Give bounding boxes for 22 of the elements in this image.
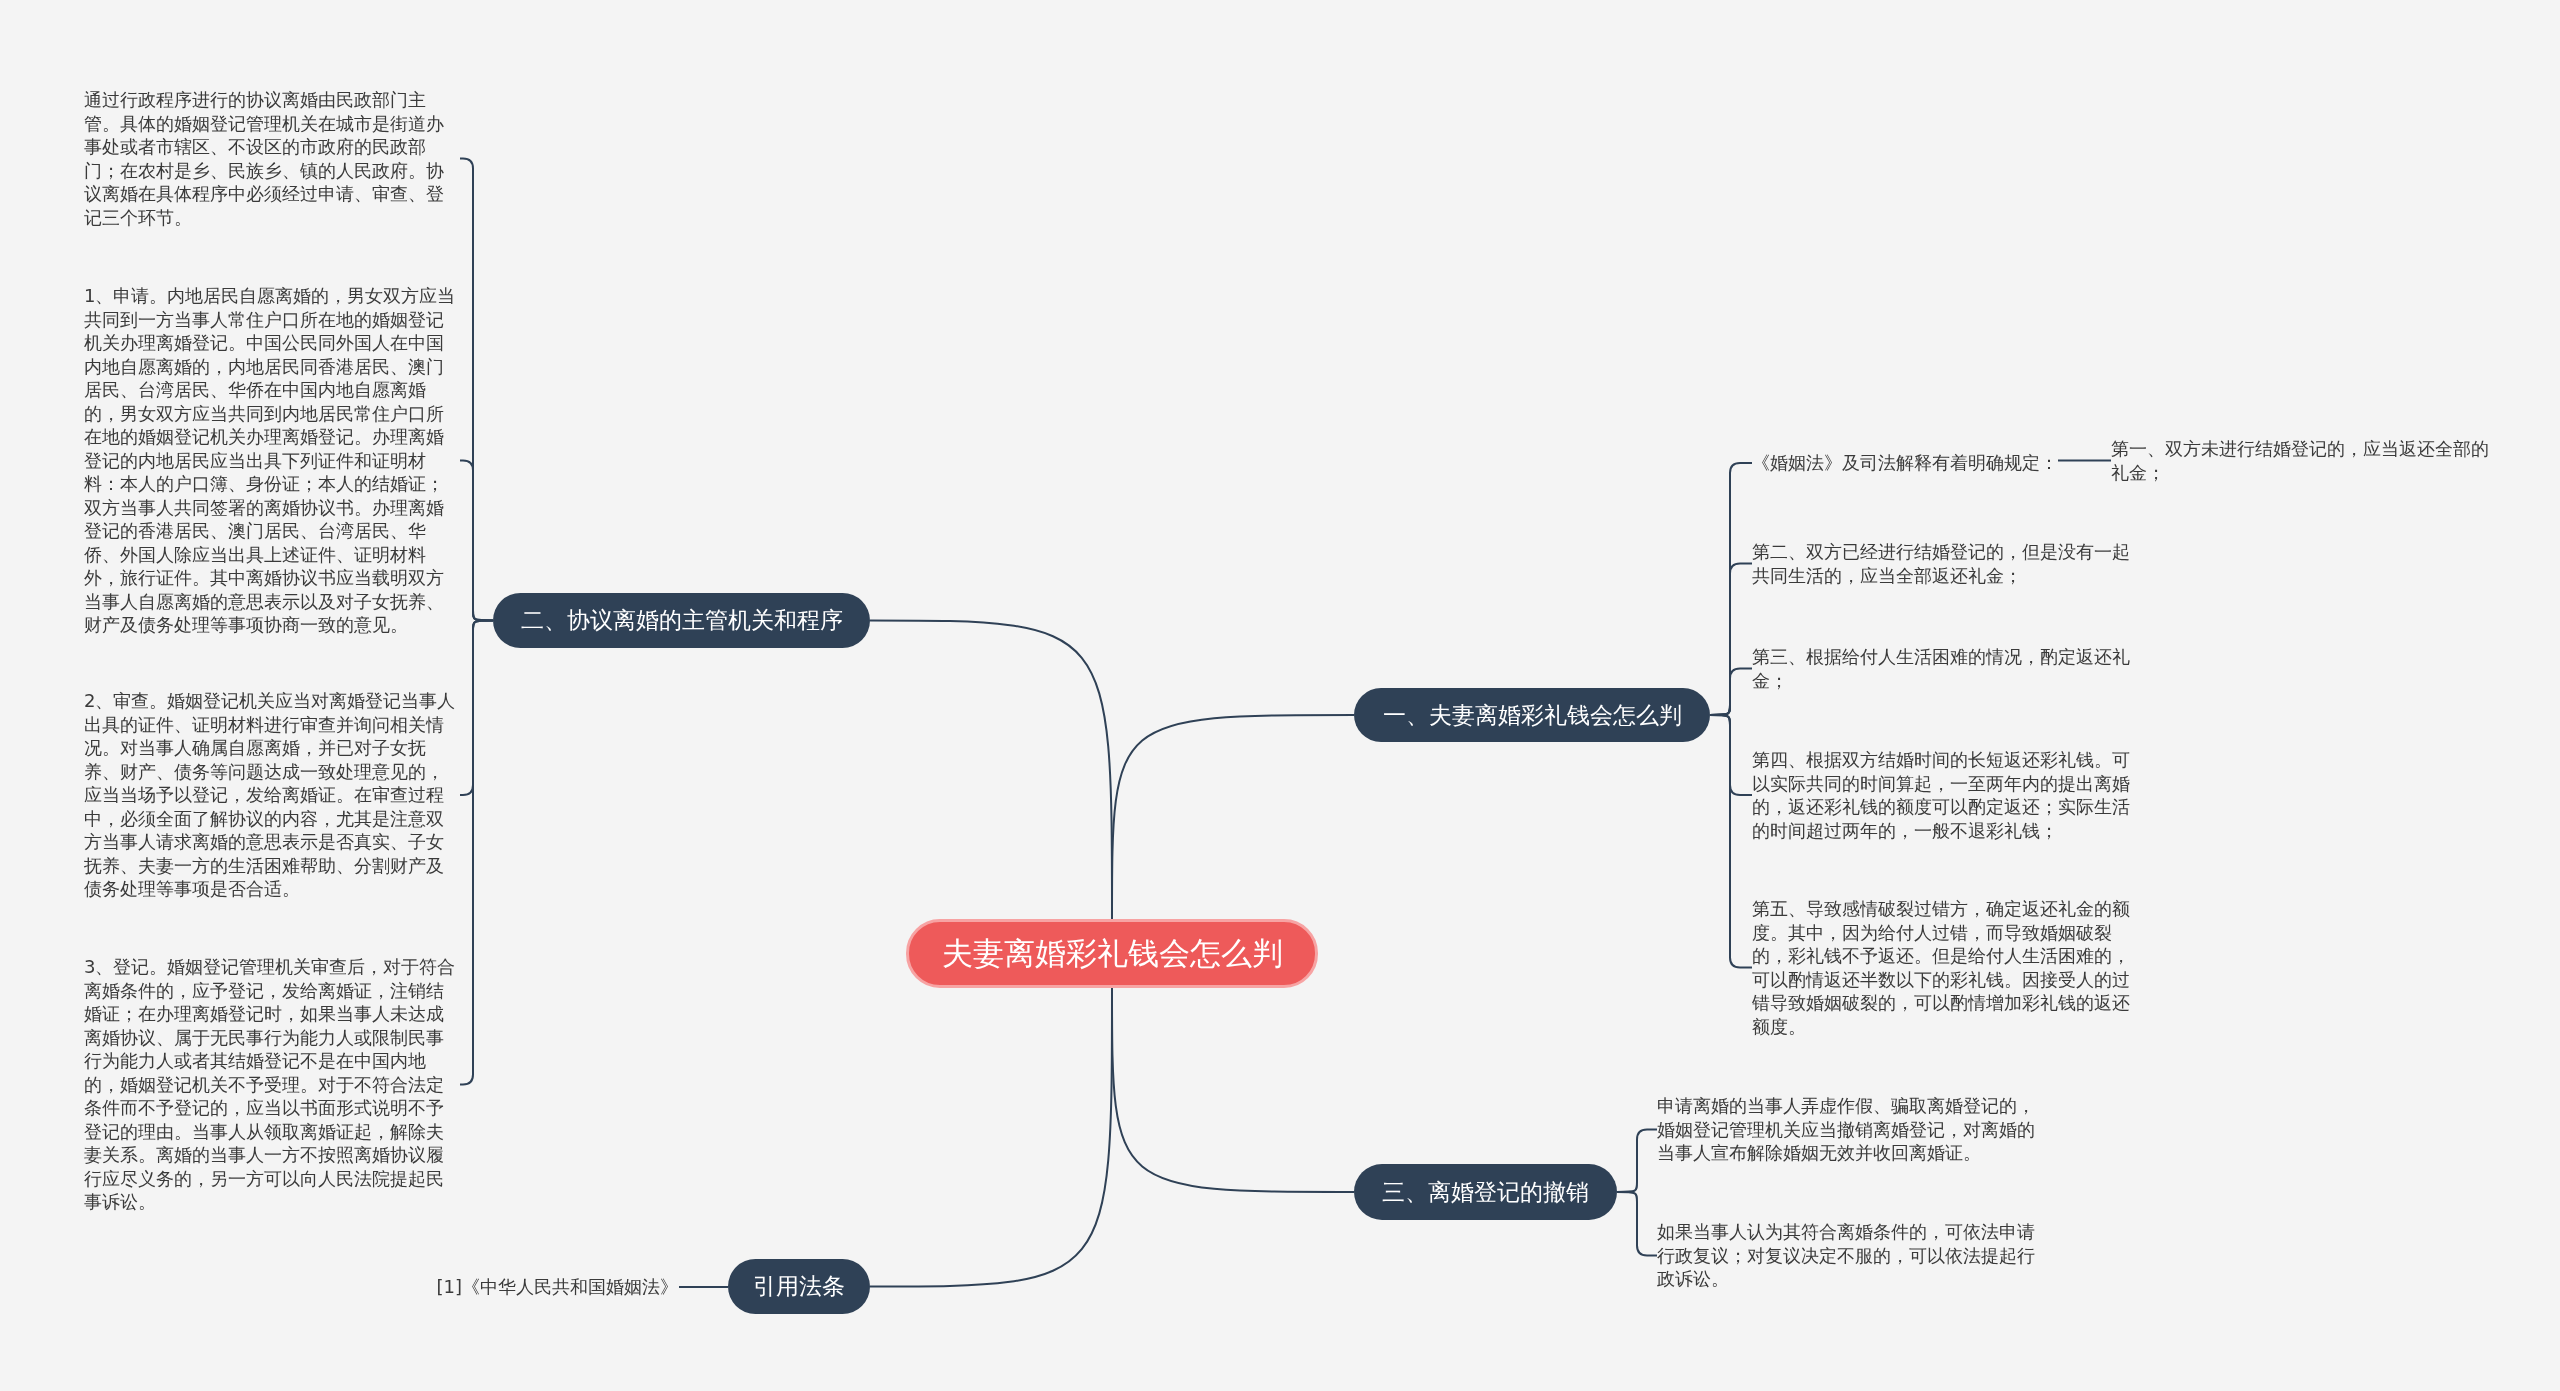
- topic-text: 申请离婚的当事人弄虚作假、骗取离婚登记的，婚姻登记管理机关应当撤销离婚登记，对离婚的当事人宣布解除婚姻无效并收回离婚证。: [1657, 1094, 2035, 1165]
- topic-text: 第一、双方未进行结婚登记的，应当返还全部的礼金；: [2111, 437, 2489, 484]
- central-topic: 夫妻离婚彩礼钱会怎么判: [906, 919, 1318, 988]
- topic-pill: 一、夫妻离婚彩礼钱会怎么判: [1354, 688, 1710, 742]
- topic-text: 如果当事人认为其符合离婚条件的，可依法申请行政复议；对复议决定不服的，可以依法提起行政诉讼。: [1657, 1220, 2035, 1291]
- topic-text: 《婚姻法》及司法解释有着明确规定：: [1752, 451, 2058, 475]
- topic-text: 第三、根据给付人生活困难的情况，酌定返还礼金；: [1752, 645, 2130, 692]
- topic-text: [1]《中华人民共和国婚姻法》: [436, 1275, 678, 1299]
- topic-text: 2、审查。婚姻登记机关应当对离婚登记当事人出具的证件、证明材料进行审查并询问相关情况。对当事人确属自愿离婚，并已对子女抚养、财产、债务等问题达成一致处理意见的，应当当场予以登记，发给离婚证。在审查过程中，必须全面了解协议的内容，尤其是注意双方当事人请求离婚的意思表示是否真实、子女抚养、夫妻一方的生活困难帮助、分割财产及债务处理等事项是否合适。: [84, 689, 460, 901]
- connector-line: [459, 619, 494, 1086]
- topic-text: 通过行政程序进行的协议离婚由民政部门主管。具体的婚姻登记管理机关在城市是街道办事处或者市辖区、不设区的市政府的民政部门；在农村是乡、民族乡、镇的人民政府。协议离婚在具体程序中必须经过申请、审查、登记三个环节。: [84, 88, 460, 229]
- topic-pill: 三、离婚登记的撤销: [1354, 1164, 1617, 1220]
- connector-line: [2057, 459, 2112, 462]
- topic-text: 3、登记。婚姻登记管理机关审查后，对于符合离婚条件的，应予登记，发给离婚证，注销结婚证；在办理离婚登记时，如果当事人未达成离婚协议、属于无民事行为能力人或限制民事行为能力人或者其结婚登记不是在中国内地的，婚姻登记机关不予受理。对于不符合法定条件而不予登记的，应当以书面形式说明不予登记的理由。当事人从领取离婚证起，解除夫妻关系。离婚的当事人一方不按照离婚协议履行应尽义务的，另一方可以向人民法院提起民事诉讼。: [84, 955, 460, 1214]
- topic-text: 第四、根据双方结婚时间的长短返还彩礼钱。可以实际共同的时间算起，一至两年内的提出离婚的，返还彩礼钱的额度可以酌定返还；实际生活的时间超过两年的，一般不退彩礼钱；: [1752, 748, 2130, 842]
- topic-text: 1、申请。内地居民自愿离婚的，男女双方应当共同到一方当事人常住户口所在地的婚姻登记机关办理离婚登记。中国公民同外国人在中国内地自愿离婚的，内地居民同香港居民、澳门居民、台湾居民、华侨在中国内地自愿离婚的，男女双方应当共同到内地居民常住户口所在地的婚姻登记机关办理离婚登记。办理离婚登记的内地居民应当出具下列证件和证明材料：本人的户口簿、身份证；本人的结婚证；双方当事人共同签署的离婚协议书。办理离婚登记的香港居民、澳门居民、台湾居民、华侨、外国人除应当出具上述证件、证明材料外，旅行证件。其中离婚协议书应当载明双方当事人自愿离婚的意思表示以及对子女抚养、财产及债务处理等事项协商一致的意见。: [84, 284, 460, 637]
- topic-text: 第五、导致感情破裂过错方，确定返还礼金的额度。其中，因为给付人过错，而导致婚姻破裂的，彩礼钱不予返还。但是给付人生活困难的，可以酌情返还半数以下的彩礼钱。因接受人的过错导致婚姻破裂的，可以酌情增加彩礼钱的返还额度。: [1752, 897, 2130, 1038]
- connector-line: [678, 1286, 729, 1288]
- topic-text: 第二、双方已经进行结婚登记的，但是没有一起共同生活的，应当全部返还礼金；: [1752, 540, 2130, 587]
- connector-line: [459, 459, 494, 622]
- topic-pill: 二、协议离婚的主管机关和程序: [493, 593, 870, 648]
- topic-pill: 引用法条: [728, 1259, 870, 1314]
